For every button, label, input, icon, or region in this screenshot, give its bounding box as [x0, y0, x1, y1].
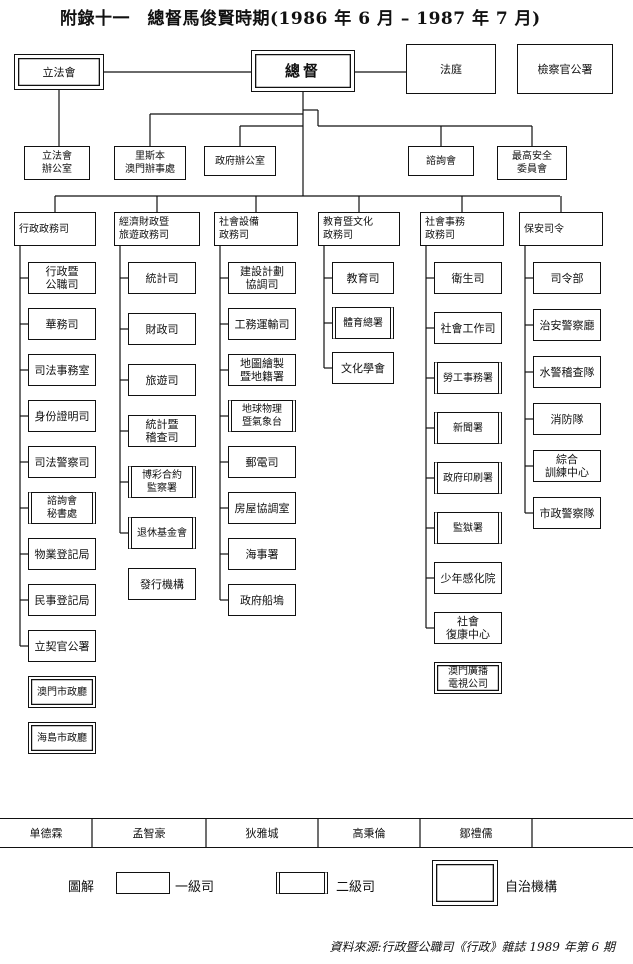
dept-box: 市政警察隊 — [533, 497, 601, 529]
prosecutor-office-box: 檢察官公署 — [517, 44, 613, 94]
dept-box: 政府印刷署 — [434, 462, 502, 494]
dept-box: 文化學會 — [332, 352, 394, 384]
legend-autonomous-sample — [432, 860, 498, 906]
dept-box: 統計暨 稽查司 — [128, 415, 196, 447]
consultative-council-box: 諮詢會 — [408, 146, 474, 176]
legend-level2-sample — [276, 872, 328, 894]
dept-box: 物業登記局 — [28, 538, 96, 570]
dept-box: 房屋協調室 — [228, 492, 296, 524]
secretary-name: 狄雅城 — [245, 827, 279, 840]
dept-box: 綜合 訓練中心 — [533, 450, 601, 482]
dept-box: 建設計劃 協調司 — [228, 262, 296, 294]
secretary-name: 单德霖 — [29, 827, 63, 840]
column-head-0: 行政政務司 — [14, 212, 96, 246]
dept-box: 華務司 — [28, 308, 96, 340]
dept-box: 地圖繪製 暨地籍署 — [228, 354, 296, 386]
dept-box: 行政暨 公職司 — [28, 262, 96, 294]
page-title: 附錄十一 總督馬俊賢時期(1986 年 6 月 – 1987 年 7 月) — [60, 9, 541, 29]
dept-box: 水警稽查隊 — [533, 356, 601, 388]
dept-box: 勞工事務署 — [434, 362, 502, 394]
dept-box: 衛生司 — [434, 262, 502, 294]
legend-autonomous-label: 自治機構 — [505, 880, 558, 895]
dept-box: 治安警察廳 — [533, 309, 601, 341]
dept-box: 教育司 — [332, 262, 394, 294]
secretary-name: 鄒禮儒 — [459, 827, 493, 840]
dept-box: 郵電司 — [228, 446, 296, 478]
dept-box: 監獄署 — [434, 512, 502, 544]
dept-box: 民事登記局 — [28, 584, 96, 616]
dept-box: 博彩合約 監察署 — [128, 466, 196, 498]
dept-box: 發行機構 — [128, 568, 196, 600]
dept-box: 諮詢會 秘書處 — [28, 492, 96, 524]
dept-box: 消防隊 — [533, 403, 601, 435]
legislative-office-box: 立法會 辦公室 — [24, 146, 90, 180]
legend-title: 圖解 — [68, 880, 95, 895]
dept-box: 立契官公署 — [28, 630, 96, 662]
column-head-4: 社會事務 政務司 — [420, 212, 504, 246]
dept-box: 海事署 — [228, 538, 296, 570]
legislative-assembly-box: 立法會 — [14, 54, 104, 90]
dept-box: 社會工作司 — [434, 312, 502, 344]
government-office-box: 政府辦公室 — [204, 146, 276, 176]
security-council-box: 最高安全 委員會 — [497, 146, 567, 180]
source-note: 資料來源:行政暨公職司《行政》雜誌 1989 年第 6 期 — [329, 940, 615, 954]
dept-box: 財政司 — [128, 313, 196, 345]
secretary-name: 高秉倫 — [352, 827, 386, 840]
legend-level1-sample — [116, 872, 170, 894]
column-head-2: 社會設備 政務司 — [214, 212, 298, 246]
secretary-name: 孟智豪 — [132, 827, 166, 840]
dept-box: 統計司 — [128, 262, 196, 294]
dept-box: 地球物理 暨氣象台 — [228, 400, 296, 432]
court-box: 法庭 — [406, 44, 496, 94]
dept-box: 司令部 — [533, 262, 601, 294]
governor-box: 總督 — [251, 50, 355, 92]
legend-level1-label: 一級司 — [175, 880, 215, 895]
lisbon-office-box: 里斯本 澳門辦事處 — [114, 146, 186, 180]
dept-box: 退休基金會 — [128, 517, 196, 549]
legend-level2-label: 二級司 — [336, 880, 376, 895]
dept-box: 澳門市政廳 — [28, 676, 96, 708]
dept-box: 海島市政廳 — [28, 722, 96, 754]
dept-box: 身份證明司 — [28, 400, 96, 432]
dept-box: 少年感化院 — [434, 562, 502, 594]
dept-box: 司法事務室 — [28, 354, 96, 386]
dept-box: 旅遊司 — [128, 364, 196, 396]
secretaries-row — [0, 818, 633, 848]
dept-box: 司法警察司 — [28, 446, 96, 478]
dept-box: 政府船塢 — [228, 584, 296, 616]
column-head-5: 保安司令 — [519, 212, 603, 246]
dept-box: 新聞署 — [434, 412, 502, 444]
dept-box: 澳門廣播 電視公司 — [434, 662, 502, 694]
column-head-3: 教育暨文化 政務司 — [318, 212, 400, 246]
dept-box: 體育總署 — [332, 307, 394, 339]
dept-box: 社會 復康中心 — [434, 612, 502, 644]
column-head-1: 經濟財政暨 旅遊政務司 — [114, 212, 200, 246]
dept-box: 工務運輸司 — [228, 308, 296, 340]
